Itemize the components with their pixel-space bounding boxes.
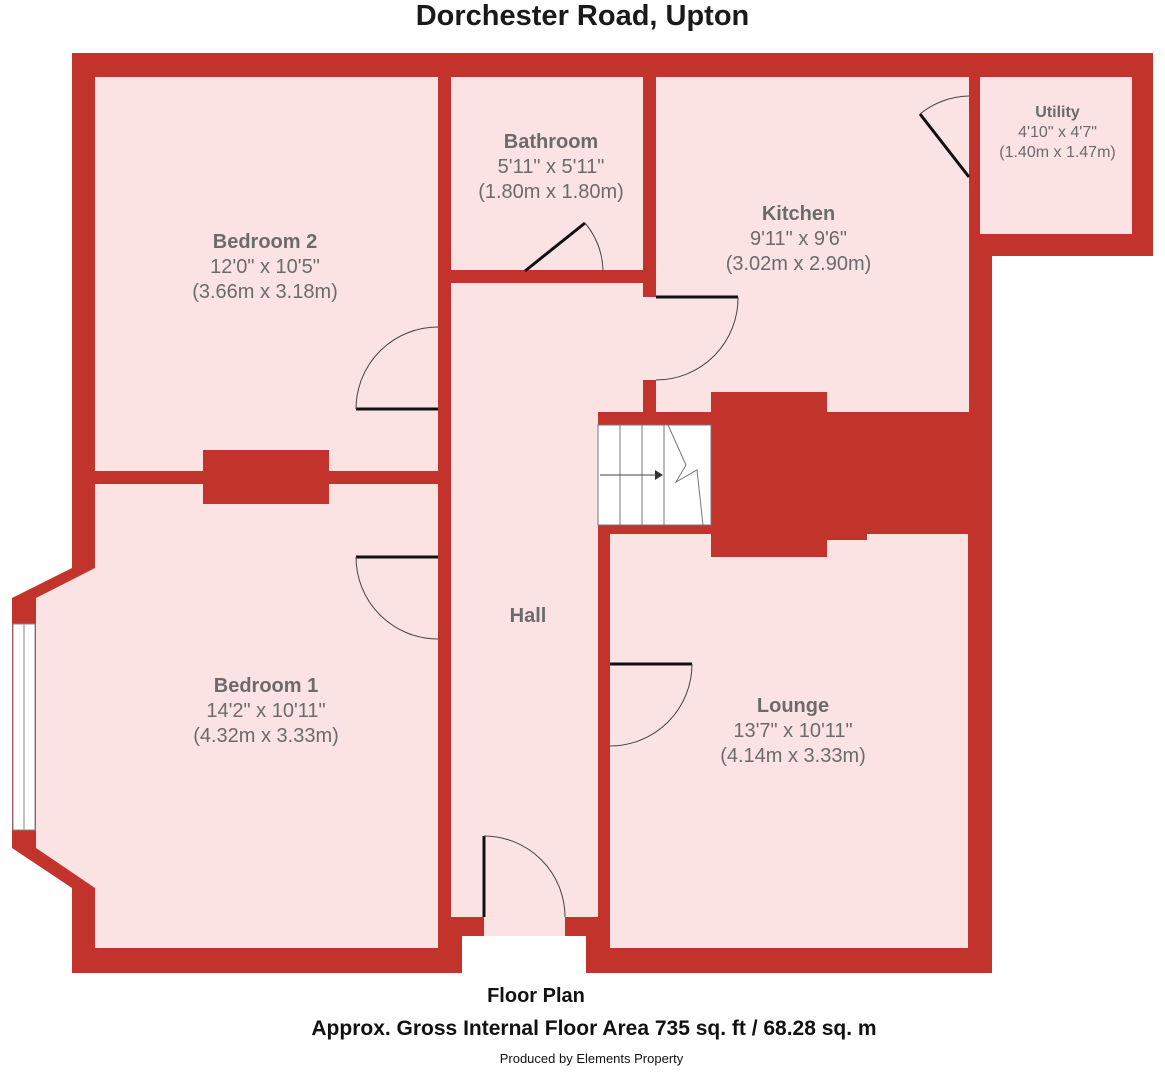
door-bedroom-1 bbox=[355, 555, 439, 640]
plan-title: Dorchester Road, Upton bbox=[415, 0, 750, 32]
floor-plan-label: Floor Plan bbox=[487, 985, 585, 1007]
room-name: Kitchen bbox=[761, 203, 836, 225]
floor-utility bbox=[980, 77, 1132, 234]
floor-hall bbox=[451, 283, 656, 940]
wall-bedrooms-hall-mid bbox=[438, 410, 451, 558]
floor-lounge bbox=[610, 534, 968, 948]
wall-hall-lounge-lower bbox=[598, 745, 610, 948]
room-label-hall: Hall bbox=[478, 604, 578, 629]
room-name: Utility bbox=[1035, 104, 1080, 121]
floors bbox=[36, 77, 1132, 976]
room-name: Hall bbox=[509, 605, 547, 627]
door-front bbox=[482, 835, 566, 918]
floor-bathroom bbox=[451, 77, 643, 270]
wall-utility-bottom bbox=[969, 234, 1153, 256]
wall-bed1-hall-lower bbox=[438, 638, 451, 948]
floor-front-door-step bbox=[462, 936, 586, 976]
room-name: Bedroom 2 bbox=[212, 231, 318, 253]
wall-bath-hall-right bbox=[603, 270, 643, 283]
chimney-kitchen-lounge bbox=[711, 392, 827, 557]
room-dims-imperial: 13'7" x 10'11" bbox=[733, 720, 853, 742]
internal-walls bbox=[95, 77, 1153, 948]
room-label-kitchen: Kitchen 9'11" x 9'6" (3.02m x 2.90m) bbox=[686, 202, 911, 277]
wall-bath-hall-left bbox=[451, 270, 525, 283]
door-bedroom-2 bbox=[355, 326, 439, 411]
room-name: Bathroom bbox=[503, 131, 599, 153]
room-dims-metric: (1.80m x 1.80m) bbox=[478, 181, 624, 203]
room-dims-imperial: 9'11" x 9'6" bbox=[749, 228, 848, 250]
wall-bed2-hall-upper bbox=[438, 77, 451, 407]
door-utility bbox=[918, 95, 971, 178]
door-lounge bbox=[609, 662, 693, 747]
wall-kitchen-utility bbox=[969, 77, 980, 177]
room-name: Bedroom 1 bbox=[213, 675, 319, 697]
stairs bbox=[597, 424, 712, 526]
floor-area-text: Approx. Gross Internal Floor Area 735 sq… bbox=[311, 1017, 877, 1040]
room-label-bedroom-1: Bedroom 1 14'2" x 10'11" (4.32m x 3.33m) bbox=[140, 674, 392, 749]
room-label-bathroom: Bathroom 5'11" x 5'11" (1.80m x 1.80m) bbox=[451, 130, 651, 205]
room-label-utility: Utility 4'10" x 4'7" (1.40m x 1.47m) bbox=[980, 103, 1135, 163]
room-dims-imperial: 4'10" x 4'7" bbox=[1018, 124, 1097, 141]
chimney-breast-bedrooms bbox=[203, 450, 329, 504]
room-dims-metric: (1.40m x 1.47m) bbox=[999, 144, 1116, 161]
room-dims-imperial: 14'2" x 10'11" bbox=[206, 700, 326, 722]
room-dims-metric: (4.32m x 3.33m) bbox=[193, 725, 339, 747]
stair-break-line bbox=[667, 424, 704, 526]
door-bathroom bbox=[524, 221, 604, 273]
room-dims-metric: (4.14m x 3.33m) bbox=[720, 745, 866, 767]
room-dims-metric: (3.02m x 2.90m) bbox=[725, 253, 872, 275]
wall-hall-lounge-upper bbox=[598, 525, 610, 663]
doors bbox=[355, 95, 971, 918]
producer-credit: Produced by Elements Property bbox=[499, 1051, 684, 1066]
chimney-extension bbox=[827, 412, 867, 540]
room-label-bedroom-2: Bedroom 2 12'0" x 10'5" (3.66m x 3.18m) bbox=[140, 230, 390, 305]
floor-bedroom-1 bbox=[36, 484, 438, 948]
door-kitchen bbox=[655, 295, 739, 381]
wall-bath-kitchen bbox=[643, 77, 656, 297]
floor-kitchen bbox=[656, 77, 969, 412]
room-name: Lounge bbox=[756, 695, 830, 717]
room-dims-metric: (3.66m x 3.18m) bbox=[192, 281, 338, 303]
wall-kitchen-hall-lower bbox=[643, 380, 656, 415]
floor-bedroom-2 bbox=[95, 77, 438, 471]
bay-window bbox=[12, 623, 36, 831]
stair-arrow-icon bbox=[655, 470, 663, 480]
room-dims-imperial: 12'0" x 10'5" bbox=[210, 256, 320, 278]
room-dims-imperial: 5'11" x 5'11" bbox=[497, 156, 605, 178]
room-label-lounge: Lounge 13'7" x 10'11" (4.14m x 3.33m) bbox=[668, 694, 918, 769]
wall-kitchen-utility-block bbox=[867, 412, 992, 468]
